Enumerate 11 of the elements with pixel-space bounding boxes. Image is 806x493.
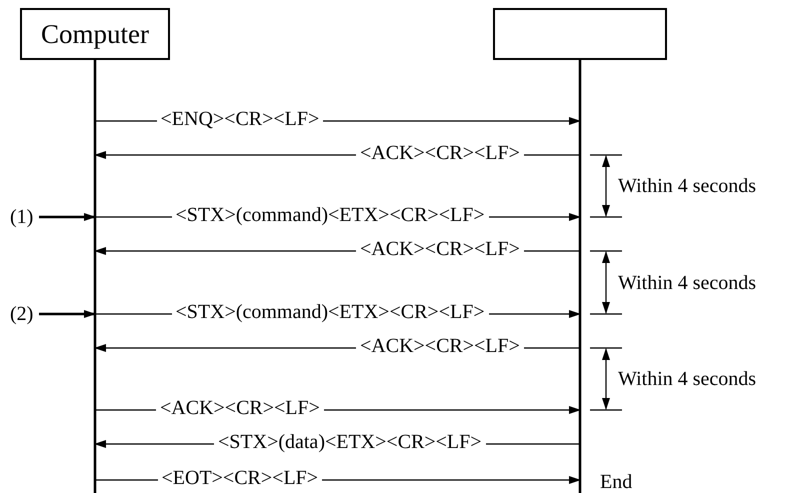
message-label: <STX>(command)<ETX><CR><LF> <box>172 204 489 226</box>
step-marker: (1) <box>10 206 34 228</box>
pointer-arrow <box>39 310 96 318</box>
time-note: Within 4 seconds <box>617 175 758 197</box>
time-note: Within 4 seconds <box>617 368 758 390</box>
time-note: Within 4 seconds <box>617 272 758 294</box>
message-label: <STX>(data)<ETX><CR><LF> <box>214 431 486 453</box>
step-marker: (2) <box>10 303 34 325</box>
message-label: <STX>(command)<ETX><CR><LF> <box>172 301 489 323</box>
participant-box: Computer <box>20 8 170 60</box>
pointer-arrow <box>39 213 96 221</box>
